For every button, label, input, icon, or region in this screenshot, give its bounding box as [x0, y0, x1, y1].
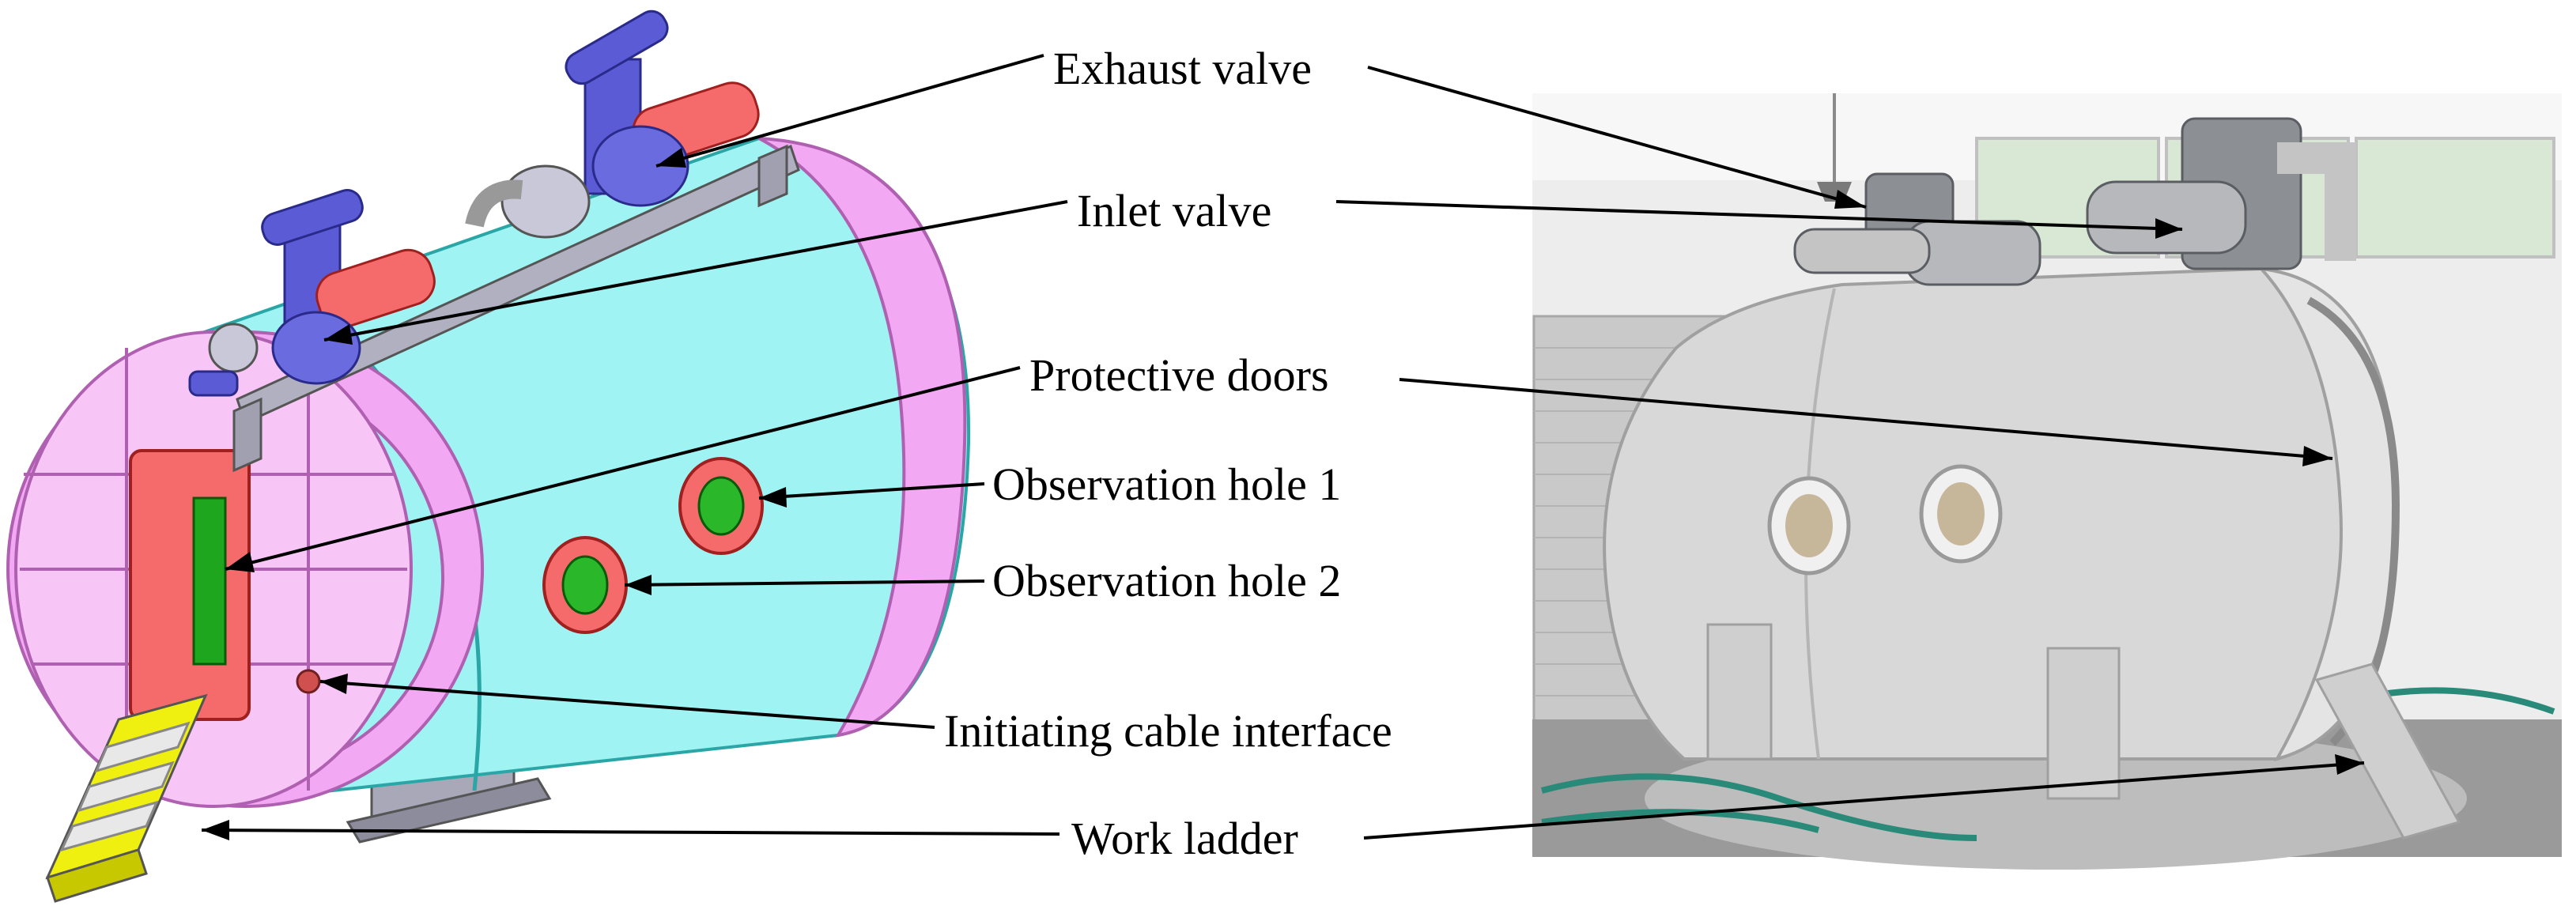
leader-inlet-left — [323, 200, 1068, 342]
cad-protective-door-frame — [129, 449, 251, 721]
label-exhaust-valve: Exhaust valve — [1053, 43, 1312, 94]
photo-valves — [1793, 117, 2356, 286]
leader-inlet-right — [1335, 200, 2183, 231]
leader-doors-right — [1399, 378, 2333, 460]
cad-exhaust-valve — [465, 9, 760, 239]
cad-protective-door-opening — [192, 496, 227, 666]
facility-photo — [1532, 93, 2562, 870]
photo-vessel-end-ring — [2257, 266, 2398, 762]
cad-inlet-valve — [188, 189, 436, 397]
cad-support-foot-front-base — [346, 777, 552, 844]
leader-obs1 — [758, 482, 985, 500]
label-initiating-cable-interface: Initiating cable interface — [944, 705, 1392, 757]
label-inlet-valve: Inlet valve — [1077, 185, 1272, 236]
label-protective-doors: Protective doors — [1029, 349, 1329, 401]
leader-ladder-left — [201, 829, 1060, 836]
leader-arrowheads — [202, 148, 2364, 840]
photo-support-legs — [1706, 623, 2461, 840]
leader-cable — [319, 680, 935, 729]
leader-lines — [201, 54, 2365, 840]
leader-obs2 — [624, 579, 985, 587]
leader-ladder-right — [1363, 761, 2365, 840]
cad-observation-hole-1 — [678, 457, 764, 555]
cad-cable-interface — [296, 669, 321, 694]
label-observation-hole-1: Observation hole 1 — [992, 459, 1342, 510]
cad-back-end-ring — [758, 137, 967, 738]
cad-model-illustration — [6, 9, 971, 903]
photo-observation-holes — [1767, 464, 2003, 576]
cad-observation-hole-2 — [542, 536, 628, 634]
cad-beam-leg-back — [757, 144, 788, 208]
label-observation-hole-2: Observation hole 2 — [992, 555, 1342, 606]
leader-exhaust-right — [1367, 66, 1867, 209]
cad-work-ladder — [45, 693, 208, 903]
label-work-ladder: Work ladder — [1071, 813, 1298, 864]
leader-doors-left — [225, 366, 1021, 571]
leader-exhaust-left — [655, 54, 1044, 168]
cad-beam-leg-front — [232, 397, 263, 473]
